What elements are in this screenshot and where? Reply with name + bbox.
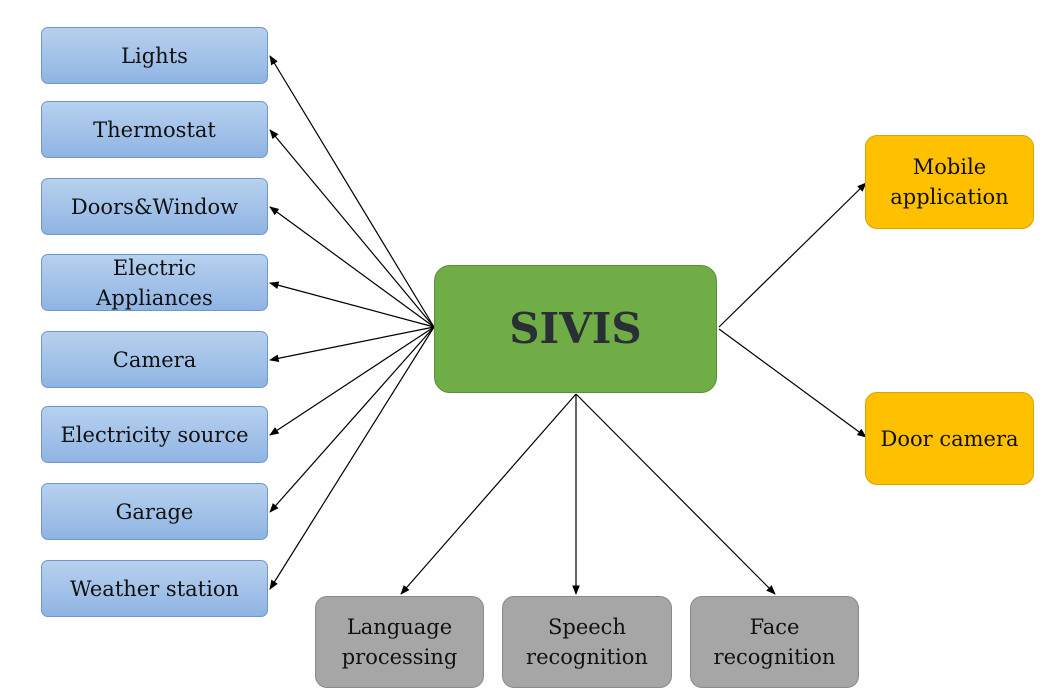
- device-lights-label: Lights: [121, 43, 188, 68]
- module-language-processing-label: Language: [346, 615, 453, 639]
- device-weather-station-label: Weather station: [70, 576, 239, 601]
- module-face-recognition-label: recognition: [713, 645, 836, 669]
- device-garage: Garage: [41, 483, 268, 540]
- device-electricity-source-label: Electricity source: [60, 422, 249, 447]
- device-lights: Lights: [41, 27, 268, 84]
- output-mobile-application-label: Mobile: [912, 155, 987, 179]
- device-thermostat-label: Thermostat: [93, 117, 216, 142]
- arrow-to-face-recognition: [575, 393, 776, 595]
- output-door-camera-label: Door camera: [880, 426, 1019, 451]
- arrow-to-doors-window: [269, 206, 435, 328]
- device-camera: Camera: [41, 331, 268, 388]
- device-electric-appliances-label: Electric: [112, 255, 197, 280]
- arrow-to-weather-station: [269, 326, 435, 590]
- arrow-to-language-processing: [400, 393, 577, 595]
- device-electric-appliances-label: Appliances: [96, 285, 213, 310]
- device-electricity-source: Electricity source: [41, 406, 268, 463]
- device-garage-label: Garage: [115, 499, 194, 524]
- device-thermostat: Thermostat: [41, 101, 268, 158]
- device-doors-window-label: Doors&Window: [70, 194, 239, 219]
- sivis-center-node: SIVIS: [434, 265, 717, 393]
- output-mobile-application: Mobile application: [865, 135, 1034, 229]
- arrow-to-thermostat: [269, 129, 435, 328]
- device-doors-window: Doors&Window: [41, 178, 268, 235]
- arrow-to-camera: [269, 326, 435, 363]
- module-language-processing: Language processing: [315, 596, 484, 688]
- module-speech-recognition: Speech recognition: [502, 596, 672, 688]
- device-weather-station: Weather station: [41, 560, 268, 617]
- module-face-recognition-label: Face: [749, 615, 800, 639]
- arrow-to-mobile-application: [718, 182, 867, 328]
- module-language-processing-label: processing: [341, 645, 458, 669]
- arrow-to-door-camera: [718, 328, 867, 438]
- module-face-recognition: Face recognition: [690, 596, 859, 688]
- arrow-to-lights: [269, 55, 435, 328]
- output-mobile-application-label: application: [890, 185, 1009, 209]
- arrow-to-electricity-source: [269, 326, 435, 436]
- arrow-to-garage: [269, 326, 435, 513]
- module-speech-recognition-label: Speech: [548, 615, 626, 639]
- device-camera-label: Camera: [112, 347, 197, 372]
- arrow-to-electric-appliances: [269, 281, 435, 328]
- output-door-camera: Door camera: [865, 392, 1034, 485]
- module-speech-recognition-label: recognition: [526, 645, 648, 669]
- sivis-center-label: SIVIS: [509, 304, 642, 353]
